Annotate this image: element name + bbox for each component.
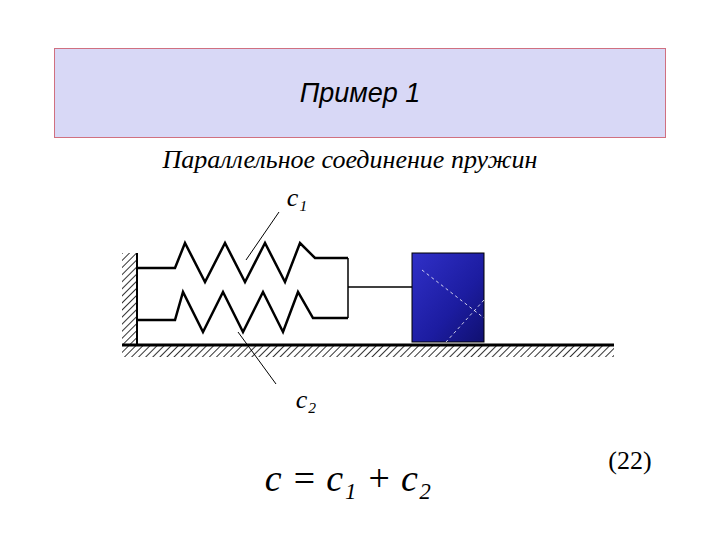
slide-heading: Пример 1 <box>300 78 421 109</box>
subtitle: Параллельное соединение пружин <box>162 145 537 175</box>
stiffness-label: c₁ <box>287 183 308 213</box>
mass-block <box>412 253 484 342</box>
floor-hatching <box>122 345 614 357</box>
stiffness-label: c₂ <box>296 385 317 415</box>
floor-line <box>122 344 614 347</box>
leader-line <box>238 332 276 384</box>
leader-line <box>246 212 279 260</box>
spring-c2 <box>137 292 348 332</box>
title-box: Пример 1 <box>54 48 666 138</box>
wall-hatching <box>122 253 136 345</box>
equation-number: (22) <box>608 446 651 476</box>
formula: c = c₁ + c₂ <box>265 456 431 500</box>
spring-c1 <box>137 243 348 282</box>
block-shading <box>446 300 484 342</box>
rod <box>348 286 412 288</box>
spring-bar <box>347 258 349 318</box>
